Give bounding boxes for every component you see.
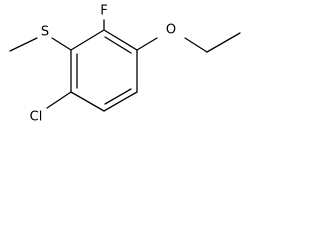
benzene-ring [70,29,138,112]
chlorine-atom-label: Cl [30,110,43,125]
ring-bond-c1-c2 [103,29,138,51]
bond-ring-to-sulfur [51,37,72,51]
ring-bond-c3-c4 [103,91,138,112]
double-bond-inner-c1-c2 [104,36,132,54]
bond-sulfur-to-methyl [9,37,38,52]
oxygen-atom-label: O [166,23,176,38]
bond-ring-to-oxygen [136,37,158,51]
bond-oxygen-to-ch2 [184,37,208,53]
bond-ring-to-chlorine [46,91,72,109]
chemical-structure: S F O Cl [9,4,241,125]
fluorine-atom-label: F [100,4,107,19]
sulfur-atom-label: S [41,25,49,40]
double-bond-inner-c3-c4 [104,88,132,105]
ring-bond-c4-c5 [70,91,105,112]
bond-ch2-to-ch3 [206,32,241,53]
ring-bond-c6-c1 [70,29,105,51]
